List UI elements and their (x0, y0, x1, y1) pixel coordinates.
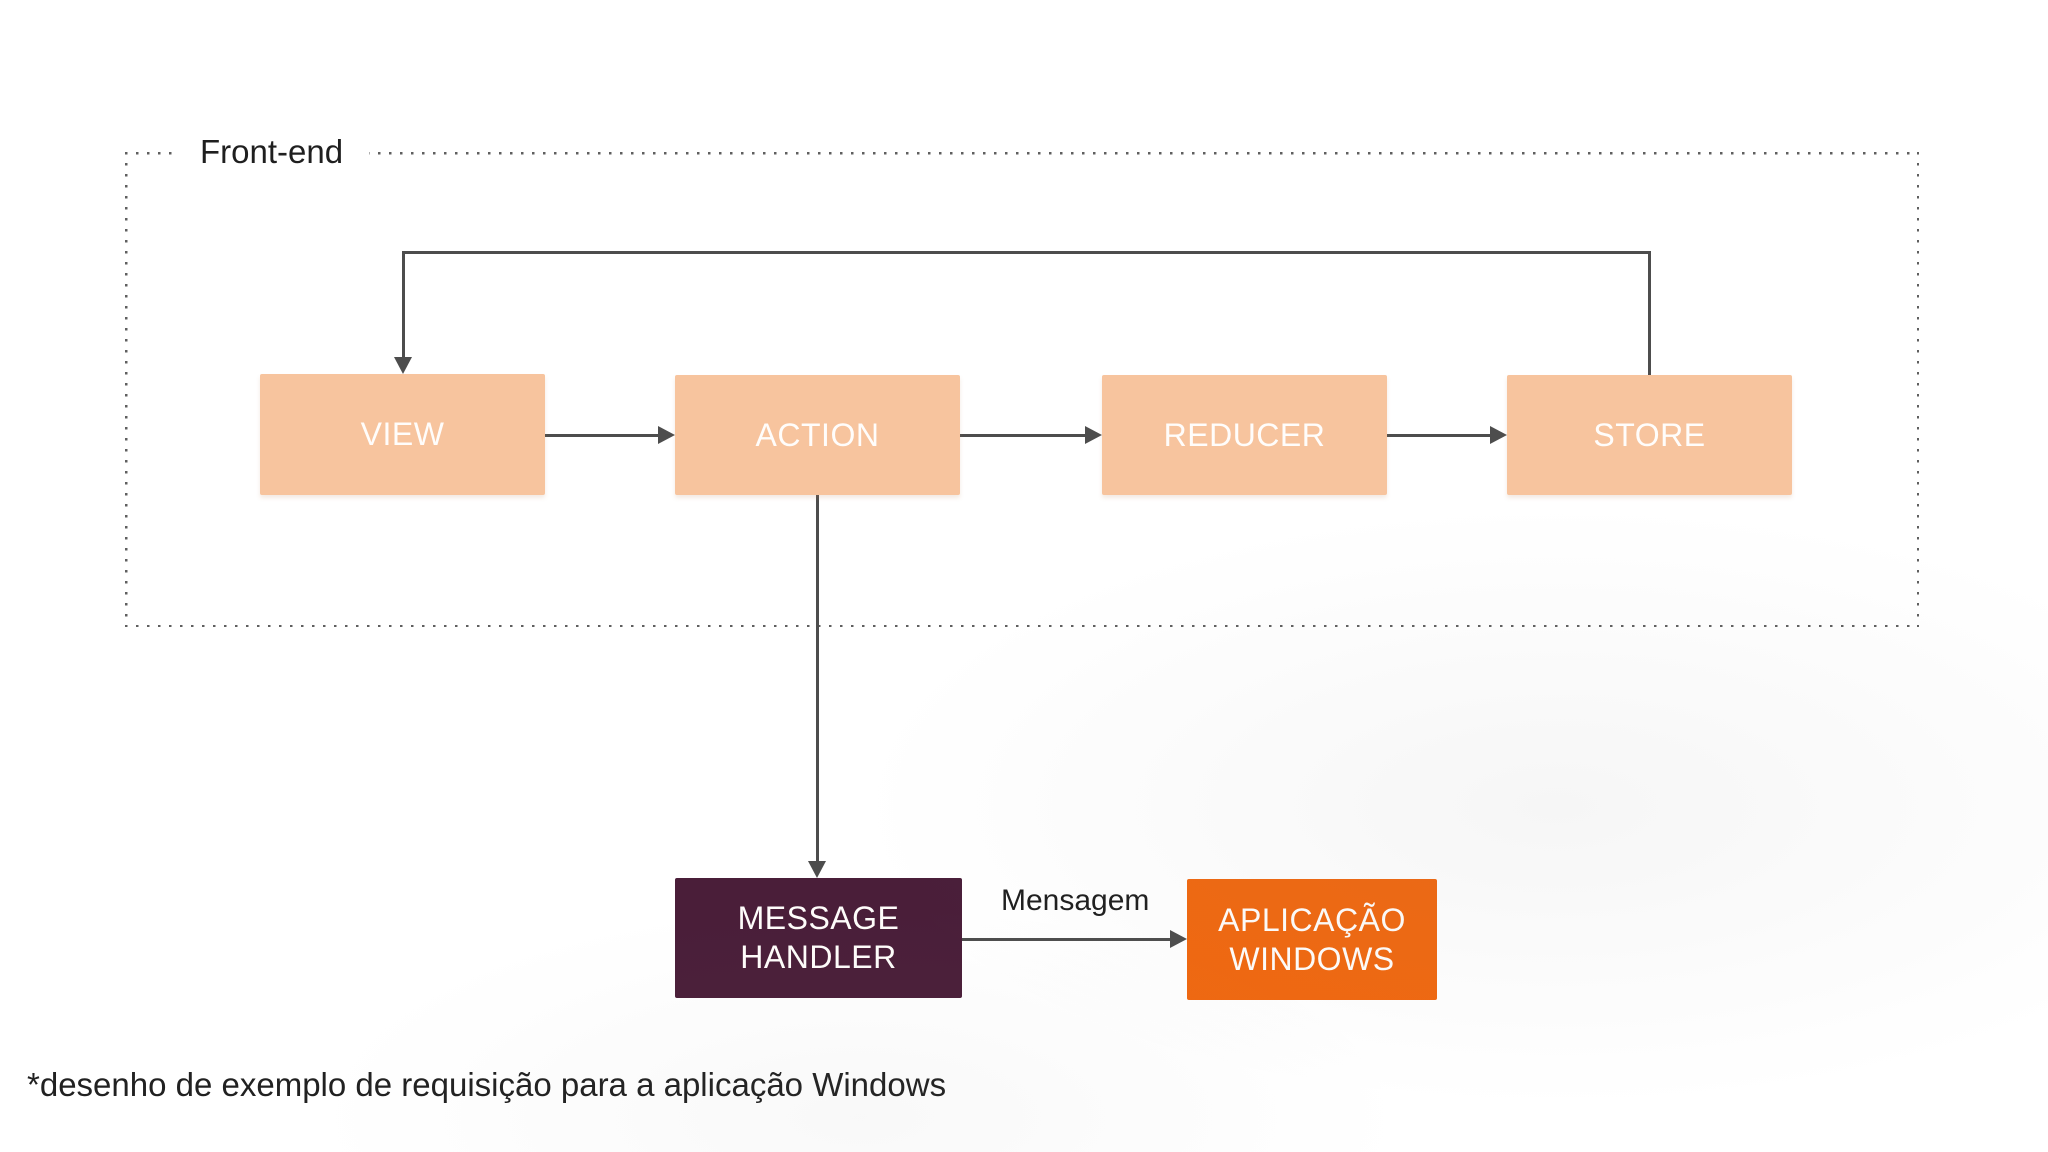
arrowhead-action-reducer-icon (1085, 426, 1102, 444)
node-view: VIEW (260, 374, 545, 495)
feedback-line-store-up (1648, 252, 1651, 375)
arrow-line-reducer-store (1387, 434, 1491, 437)
arrow-line-messagehandler-windowsapp (962, 938, 1171, 941)
arrowhead-messagehandler-windowsapp-icon (1170, 930, 1187, 948)
arrowhead-action-messagehandler-icon (808, 861, 826, 878)
node-message-handler: MESSAGE HANDLER (675, 878, 962, 998)
arrow-line-view-action (545, 434, 659, 437)
node-store: STORE (1507, 375, 1792, 495)
arrow-line-action-messagehandler (816, 495, 819, 861)
feedback-line-view-down (402, 251, 405, 357)
frontend-group-label: Front-end (174, 132, 370, 172)
mensagem-edge-label: Mensagem (1001, 884, 1150, 917)
arrowhead-view-action-icon (658, 426, 675, 444)
feedback-line-top (402, 251, 1651, 254)
footnote-text: *desenho de exemplo de requisição para a… (27, 1066, 947, 1103)
arrowhead-reducer-store-icon (1490, 426, 1507, 444)
node-windows-app: APLICAÇÃO WINDOWS (1187, 879, 1437, 1000)
node-reducer: REDUCER (1102, 375, 1387, 495)
feedback-arrowhead-icon (394, 357, 412, 374)
arrow-line-action-reducer (960, 434, 1086, 437)
node-action: ACTION (675, 375, 960, 495)
